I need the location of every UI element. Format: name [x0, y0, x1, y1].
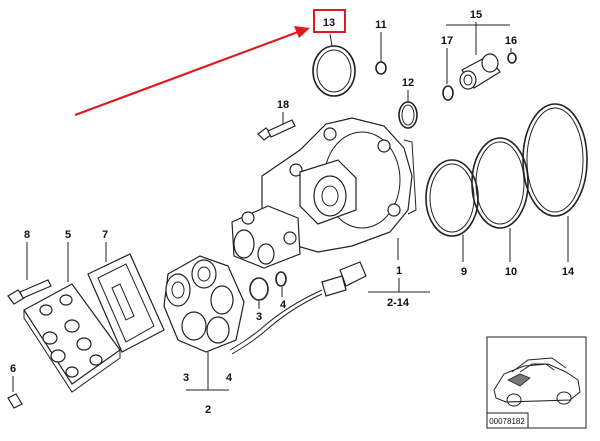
callout-3b[interactable]: 3 [183, 372, 189, 384]
car-silhouette-icon [493, 357, 581, 407]
callout-18[interactable]: 18 [277, 99, 289, 111]
set-screw-6 [7, 393, 23, 409]
valve-block-2 [163, 255, 245, 353]
callout-11[interactable]: 11 [375, 19, 387, 31]
seal-ring-16 [507, 52, 517, 64]
callout-14[interactable]: 14 [562, 266, 575, 278]
callout-16[interactable]: 16 [505, 35, 517, 47]
o-ring-3 [249, 277, 269, 301]
highlight-arrow [74, 26, 310, 117]
callout-4b[interactable]: 4 [226, 372, 233, 384]
callout-15[interactable]: 15 [470, 9, 482, 21]
highlight-box [313, 9, 346, 33]
callout-10[interactable]: 10 [505, 266, 517, 278]
bolt-8 [7, 279, 52, 305]
vehicle-inset: 00078182 [486, 336, 587, 429]
sensor-cable [229, 261, 367, 355]
callout-13[interactable]: 13 [323, 17, 335, 29]
o-ring-14 [522, 103, 588, 217]
callout-17[interactable]: 17 [441, 35, 453, 47]
callout-9[interactable]: 9 [461, 266, 467, 278]
callout-8[interactable]: 8 [24, 229, 30, 241]
gasket-7 [87, 253, 165, 353]
o-ring-12 [398, 101, 418, 129]
valve-15 [459, 53, 501, 90]
seal-ring-11 [375, 61, 387, 75]
seal-ring-17 [442, 85, 454, 101]
o-ring-9 [425, 159, 479, 237]
callout-6[interactable]: 6 [10, 363, 16, 375]
callout-5[interactable]: 5 [65, 229, 71, 241]
callout-2[interactable]: 2 [205, 404, 211, 416]
callout-7[interactable]: 7 [102, 229, 108, 241]
inset-code: 00078182 [489, 417, 525, 426]
callout-12[interactable]: 12 [402, 77, 414, 89]
o-ring-13 [312, 45, 356, 97]
hydraulic-housing-1 [231, 117, 417, 269]
callout-range[interactable]: 2-14 [387, 297, 410, 309]
callout-1[interactable]: 1 [396, 265, 402, 277]
callout-4a[interactable]: 4 [280, 299, 287, 311]
o-ring-4 [275, 271, 287, 287]
callout-3a[interactable]: 3 [256, 311, 262, 323]
cover-plate-5 [23, 283, 121, 393]
o-ring-10 [471, 137, 529, 229]
bolt-18 [257, 119, 296, 141]
